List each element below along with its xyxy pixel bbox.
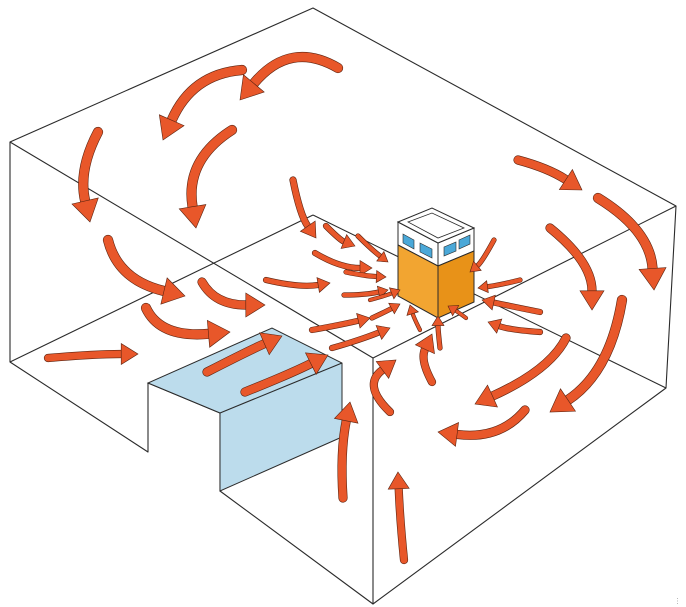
curved-arrow-icon: [477, 277, 523, 294]
curved-arrow-icon: [102, 234, 186, 305]
curved-arrow-icon: [262, 276, 331, 293]
curved-arrow-icon: [369, 359, 397, 417]
curved-arrow-icon: [447, 305, 469, 321]
curved-arrow-icon: [387, 471, 410, 565]
curved-arrow-icon: [202, 332, 283, 377]
curved-arrow-icon: [333, 401, 359, 503]
curved-arrow-icon: [71, 126, 104, 223]
unit-window-left: [402, 233, 415, 250]
room-box: [9, 7, 677, 605]
curved-arrow-icon: [369, 302, 401, 321]
unit-top-opening: [407, 212, 466, 239]
unit-window-left: [419, 242, 433, 259]
room-outer-outline: [9, 142, 677, 605]
unit-window-right: [458, 234, 471, 250]
curved-arrow-icon: [549, 294, 628, 413]
curved-arrow-icon: [158, 64, 248, 141]
curved-arrow-icon: [406, 304, 423, 333]
curved-arrow-icon: [197, 277, 266, 318]
curved-arrow-icon: [487, 318, 544, 336]
curved-arrow-icon: [140, 302, 231, 348]
curved-arrow-icon: [481, 294, 544, 316]
curved-arrow-icon: [178, 124, 238, 229]
curved-arrow-icon: [355, 233, 389, 263]
curved-arrow-icon: [240, 352, 329, 397]
curved-arrow-icon: [341, 285, 389, 299]
curved-arrow-icon: [328, 325, 391, 352]
curved-arrow-icon: [43, 342, 139, 366]
curved-arrow-icon: [343, 269, 387, 284]
step-block-edge: [219, 362, 343, 414]
unit-base-right-face: [437, 250, 475, 319]
ventilation-unit: [396, 207, 476, 319]
curved-arrow-icon: [308, 312, 371, 334]
curved-arrow-icon: [474, 333, 571, 408]
curved-arrow-icon: [414, 333, 437, 387]
unit-window-right: [443, 241, 457, 257]
airflow-arrows: [43, 51, 667, 565]
curved-arrow-icon: [469, 237, 497, 273]
curved-arrow-icon: [289, 176, 317, 239]
curved-arrow-icon: [431, 315, 445, 351]
curved-arrow-icon: [545, 223, 605, 311]
side-watermark-text: …: [671, 596, 680, 606]
curved-arrow-icon: [437, 405, 530, 447]
curved-arrow-icon: [322, 222, 356, 249]
curved-arrow-icon: [592, 192, 667, 291]
curved-arrow-icon: [311, 249, 373, 277]
curved-arrow-icon: [513, 155, 583, 191]
curved-arrow-icon: [367, 287, 401, 303]
curved-arrow-icon: [239, 51, 344, 101]
